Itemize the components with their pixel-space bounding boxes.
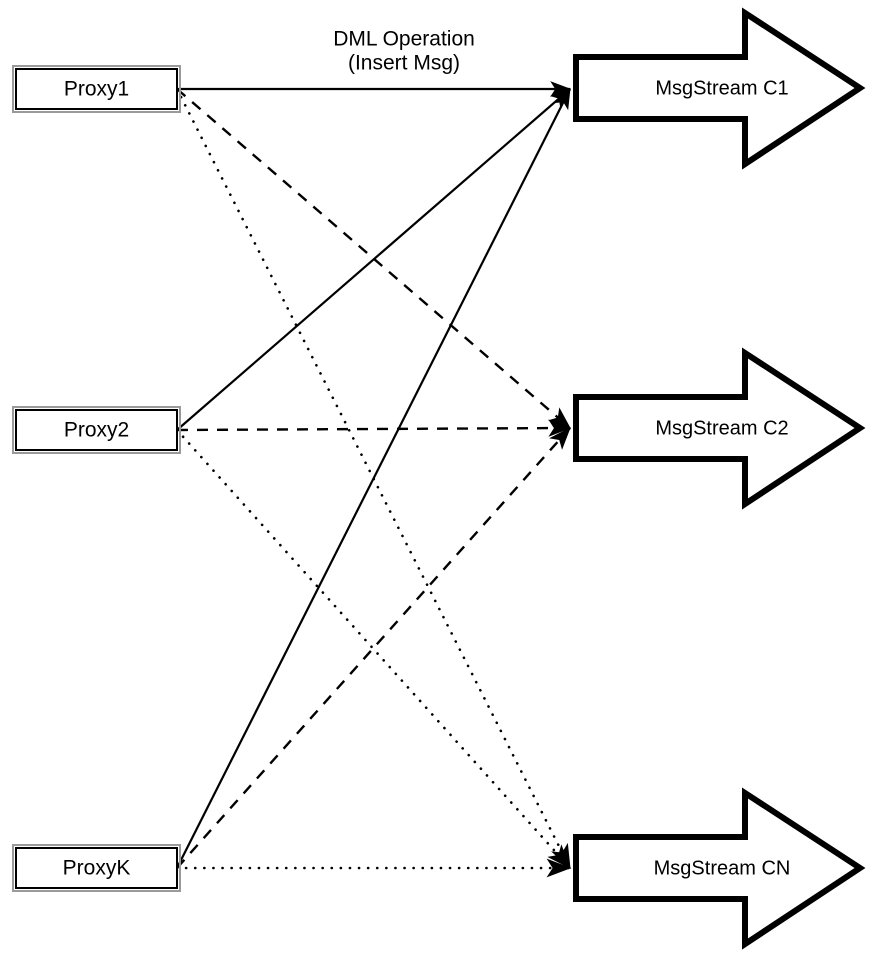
proxy-box[interactable]: [15, 409, 178, 451]
msgstream-arrow-shape[interactable]: [573, 787, 866, 950]
proxy-node-proxyk[interactable]: ProxyK: [12, 844, 181, 892]
proxy-nodes-layer: Proxy1 Proxy2 ProxyK: [12, 65, 181, 892]
msgstream-node-c1[interactable]: MsgStream C1: [573, 7, 866, 170]
msgstream-label: MsgStream C1: [655, 77, 788, 99]
proxy-box[interactable]: [15, 847, 178, 889]
edge-proxyK-to-c1: [176, 88, 571, 869]
msgstream-node-cn[interactable]: MsgStream CN: [573, 787, 866, 950]
proxy-node-proxy1[interactable]: Proxy1: [12, 65, 181, 113]
edge-proxy2-to-cn: [175, 428, 572, 870]
edge-label-line1: DML Operation: [333, 28, 475, 51]
proxy-node-proxy2[interactable]: Proxy2: [12, 406, 181, 454]
msgstream-arrow-shape[interactable]: [573, 347, 866, 510]
edge-proxy1-to-c2: [176, 88, 571, 429]
msgstream-label: MsgStream C2: [655, 417, 788, 439]
msgstream-label: MsgStream CN: [654, 857, 791, 879]
proxy-box-shadow: [12, 844, 181, 892]
msgstream-arrow-shape[interactable]: [573, 7, 866, 170]
edge-label-line2: (Insert Msg): [348, 52, 460, 75]
proxy-box[interactable]: [15, 68, 178, 110]
proxy-box-shadow: [12, 406, 181, 454]
msgstream-node-c2[interactable]: MsgStream C2: [573, 347, 866, 510]
proxy-label: Proxy1: [64, 78, 129, 101]
edge-proxy2-to-c1: [176, 88, 571, 431]
proxy-label: Proxy2: [64, 419, 129, 442]
proxy-label: ProxyK: [63, 857, 131, 880]
edge-proxy2-to-c2: [176, 419, 572, 437]
msgstream-nodes-layer: MsgStream C1 MsgStream C2 MsgStream CN: [573, 7, 866, 950]
proxy-box-shadow: [12, 65, 181, 113]
edge-label: DML Operation (Insert Msg): [333, 28, 475, 75]
edges-layer: [175, 81, 572, 878]
